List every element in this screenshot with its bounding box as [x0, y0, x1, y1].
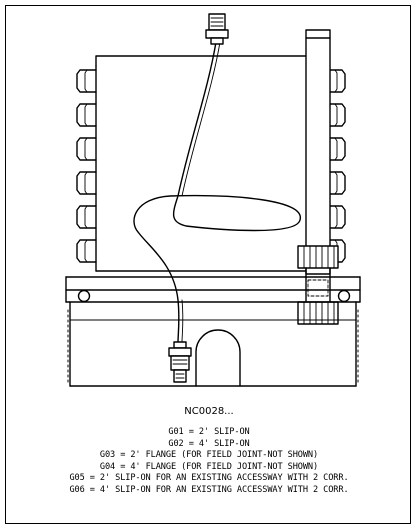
corrugated-riser [76, 55, 346, 272]
vent-pipe [297, 29, 339, 325]
base-skirt [65, 276, 361, 387]
drawing-code: NC0028... [184, 406, 234, 417]
legend-line: G01 = 2' SLIP-ON [168, 427, 250, 437]
right-gasket [337, 289, 351, 303]
legend-line: G02 = 4' SLIP-ON [168, 438, 250, 449]
legend: G01 = 2' SLIP-ON G02 = 4' SLIP-ON G03 = … [0, 427, 418, 497]
sample-tubing [133, 41, 301, 343]
legend-line: G03 = 2' FLANGE (FOR FIELD JOINT-NOT SHO… [99, 450, 319, 461]
drawing-frame [5, 5, 411, 524]
left-corrugations [76, 69, 97, 263]
top-fitting [205, 13, 229, 45]
right-corrugations [325, 69, 346, 263]
legend-line: G05 = 2' SLIP-ON FOR AN EXISTING ACCESSW… [69, 473, 349, 484]
legend-line: G06 = 4' SLIP-ON FOR AN EXISTING ACCESSW… [69, 484, 349, 495]
bottom-fitting [168, 341, 192, 383]
left-gasket [77, 289, 91, 303]
legend-line: G04 = 4' FLANGE (FOR FIELD JOINT-NOT SHO… [99, 461, 319, 472]
